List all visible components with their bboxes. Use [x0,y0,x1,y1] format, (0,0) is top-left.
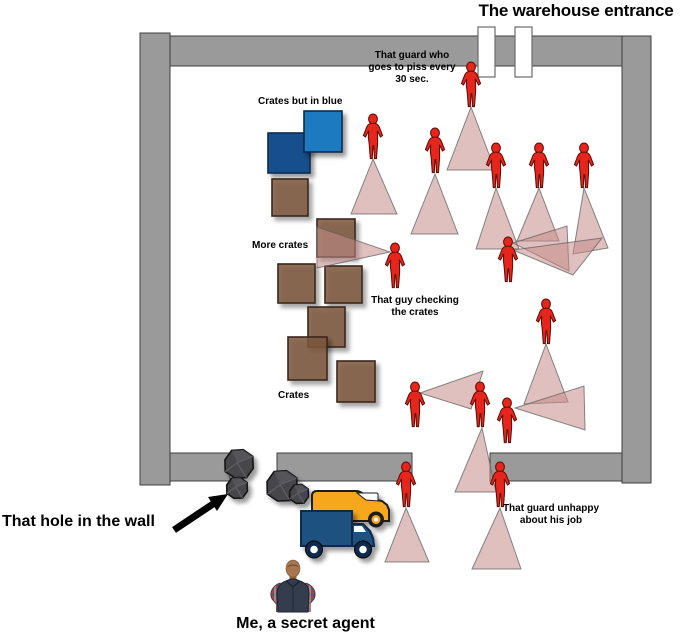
agent-brow [287,564,299,567]
van-wheel-hub [374,517,378,522]
label-crates: Crates [278,390,310,401]
vision-cone [410,172,459,235]
guard-figure [496,397,518,444]
crate-brown [287,336,328,381]
rubble-rock-edges [289,488,309,504]
rubble-rock-facet [274,470,297,485]
vision-cone [350,157,398,215]
entrance-door [477,26,496,78]
rubble-rock-facet [294,484,309,494]
vision-cone [454,426,497,493]
vision-cone [513,385,586,431]
label-hole-in-wall: That hole in the wall [2,513,155,530]
crate-blue-light [303,110,343,153]
wall-bottom-1 [169,452,231,482]
crate-blue-dark [267,132,311,174]
rubble-rock-edges [266,477,297,501]
wall-bottom-2 [276,452,413,482]
truck-box [300,510,353,547]
vision-cone [316,226,392,269]
crate-brown [336,360,376,403]
guard-figure [485,142,507,189]
rubble-rock-edges [224,455,254,479]
rubble-rock-facet [231,449,253,463]
label-guard-unhappy: That guard unhappy about his job [502,503,600,526]
vision-cone [475,186,520,250]
wall-right [621,35,652,484]
truck-wheel-hub [310,545,318,554]
vision-cone [511,237,604,276]
crate-brown [324,265,363,304]
label-guy-checking: That guy checking the crates [371,295,459,318]
agent-head [285,559,301,578]
guard-figure [573,142,595,189]
van-windshield [355,492,379,502]
wall-top [169,35,623,67]
truck-wheel-hub [359,545,367,554]
truck-window [354,526,366,532]
entrance-title: The warehouse entrance [478,1,674,20]
wall-bottom-3 [489,452,623,482]
guard-figure [535,298,557,345]
guard-figure [384,242,406,289]
label-crates-blue: Crates but in blue [258,96,343,107]
guard-figure [362,113,384,160]
rubble-rock-edges [226,481,248,499]
hole-arrow-shaft [172,501,215,533]
guard-figure [404,381,426,428]
guard-figure [528,142,550,189]
label-more-crates: More crates [252,240,309,251]
vision-cone [384,506,430,563]
blue-truck [300,510,376,559]
crate-brown [277,263,316,304]
label-secret-agent: Me, a secret agent [236,615,375,632]
crate-brown [271,178,309,217]
label-guard-piss: That guard who goes to piss every 30 sec… [368,50,456,85]
vision-cone [471,506,522,570]
agent-photo [270,559,316,613]
guard-figure [424,127,446,174]
rubble-rock-facet [231,477,248,488]
vision-cone [446,105,496,171]
entrance-door [514,26,533,78]
wall-left [139,32,171,486]
hole-arrow-head [208,494,228,511]
